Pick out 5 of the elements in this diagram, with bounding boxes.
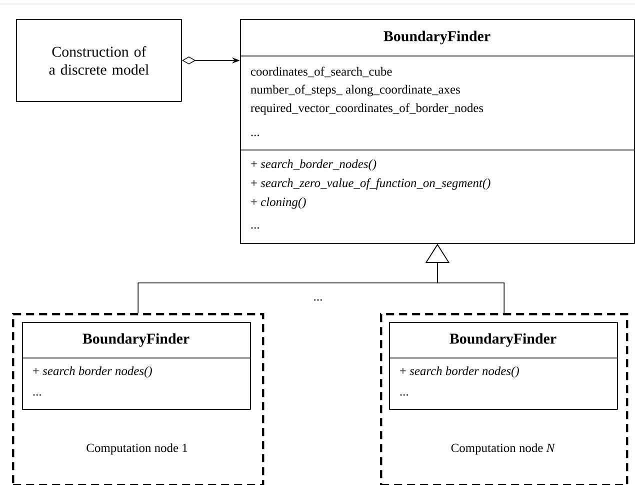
- class-box: BoundaryFinder + search border nodes() ...: [388, 322, 618, 410]
- class-box: Construction of a discrete model: [16, 19, 182, 102]
- class-box: BoundaryFinder + search border nodes() ...: [22, 322, 251, 410]
- class-box: BoundaryFinder coordinates_of_search_cube number_of_steps_ along_coordinate_axes required_vector_coordinates_of_border_nodes ... + search_border_nodes() + search_zero_value_of_function_on_segment() + cloning() ...: [240, 19, 635, 244]
- ellipsis: ...: [314, 299, 322, 301]
